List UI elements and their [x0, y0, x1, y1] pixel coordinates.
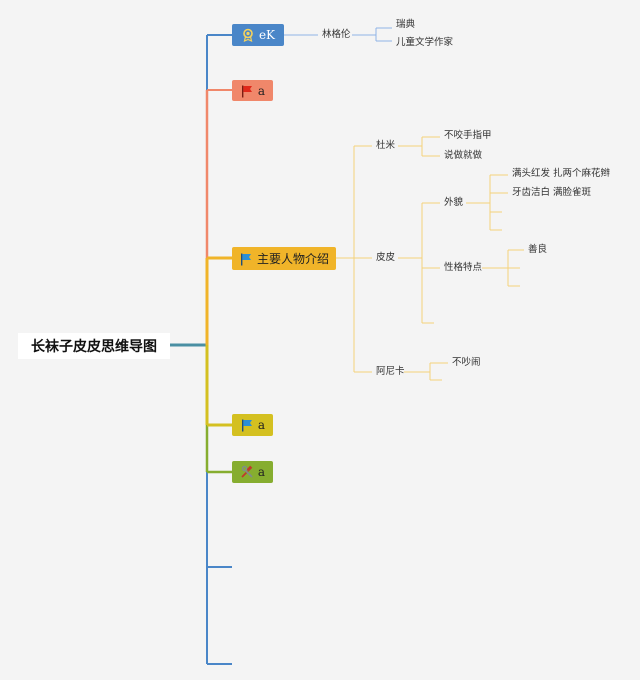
branch-label-b4: a [257, 418, 266, 432]
leaf-shanliang[interactable]: 善良 [528, 244, 548, 255]
leaf-mantou-hongfa[interactable]: 满头红发 扎两个麻花辫 [512, 168, 611, 179]
leaf-bu-chaonao[interactable]: 不吵闹 [452, 357, 481, 368]
award-icon [243, 28, 253, 42]
branch-label-b5: a [257, 465, 266, 479]
leaf-yachi-jiebai[interactable]: 牙齿洁白 满脸雀斑 [512, 187, 592, 198]
tools-icon [241, 465, 253, 478]
branch-node-b3[interactable]: 主要人物介绍 [232, 247, 336, 270]
node-linggelun[interactable]: 林格伦 [322, 29, 351, 40]
branch-label-b2: a [257, 83, 266, 98]
connector-anika-leaves [404, 362, 448, 381]
node-dumi[interactable]: 杜米 [376, 140, 396, 151]
branch-label-b3: 主要人物介绍 [256, 252, 329, 266]
root-node[interactable]: 长袜子皮皮思维导图 [18, 333, 170, 359]
node-anika[interactable]: 阿尼卡 [376, 366, 405, 377]
branch-node-b2[interactable]: a [232, 80, 273, 101]
flag-red-icon [241, 85, 252, 97]
flag-blue-icon [241, 419, 252, 432]
node-pipi[interactable]: 皮皮 [376, 252, 396, 263]
leaf-bu-yao-shouzhijia[interactable]: 不咬手指甲 [444, 130, 492, 141]
branch-node-b1[interactable]: eK [232, 24, 284, 46]
branch-node-b4[interactable]: a [232, 414, 273, 436]
leaf-shuo-zuo-jiu-zuo[interactable]: 说做就做 [444, 150, 483, 161]
node-xingge-tedian[interactable]: 性格特点 [444, 262, 483, 273]
branch-node-b5[interactable]: a [232, 461, 273, 483]
node-waimao[interactable]: 外貌 [444, 197, 464, 208]
flag-blue-icon [240, 253, 251, 265]
connector-xingge-leaves [482, 249, 524, 287]
connector-dumi-leaves [398, 136, 440, 157]
connector-waimao-leaves [466, 174, 508, 231]
connector-b1-leaves [352, 27, 392, 42]
branch-label-b1: eK [258, 28, 276, 42]
connector-b3-children [353, 145, 372, 373]
leaf-ertong-wenxue-zuojia[interactable]: 儿童文学作家 [396, 37, 454, 48]
root-label: 长袜子皮皮思维导图 [31, 339, 157, 355]
leaf-ruidian[interactable]: 瑞典 [396, 19, 416, 30]
connector-pipi-subs [398, 202, 440, 324]
